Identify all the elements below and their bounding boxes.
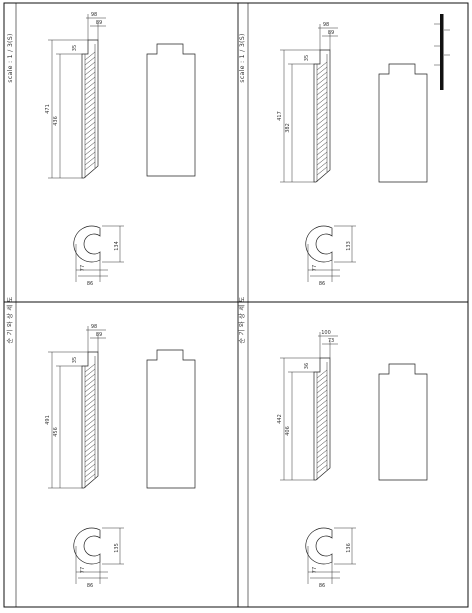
section-profile bbox=[81, 351, 99, 489]
shoulder-dim: 36 bbox=[304, 363, 310, 369]
ring-thick-dim: 77 bbox=[80, 567, 86, 573]
ring-width-dim: 86 bbox=[319, 583, 325, 589]
top-inner-dim: 89 bbox=[328, 30, 334, 36]
front-elevation bbox=[146, 349, 196, 489]
shoulder-dim: 35 bbox=[72, 45, 78, 51]
ring-height-dim: 135 bbox=[114, 543, 120, 553]
plan-ring: 135 77 86 bbox=[73, 527, 124, 589]
scale-note: scale : 1 / 3(S) bbox=[7, 33, 14, 82]
front-elevation bbox=[146, 43, 196, 177]
top-inner-dim: 73 bbox=[328, 338, 334, 344]
top-outer-dim: 98 bbox=[323, 22, 329, 28]
top-inner-dim: 89 bbox=[96, 332, 102, 338]
section-profile bbox=[313, 357, 331, 481]
legend-bar bbox=[434, 14, 450, 90]
top-outer-dim: 98 bbox=[91, 12, 97, 18]
plan-ring: 133 77 86 bbox=[305, 225, 356, 287]
body-height-dim: 382 bbox=[285, 123, 291, 133]
shoulder-dim: 35 bbox=[72, 357, 78, 363]
ring-thick-dim: 77 bbox=[80, 265, 86, 271]
sheet-border bbox=[3, 2, 469, 608]
drawing-title: 순 기 와 상 세 도 bbox=[238, 296, 246, 343]
total-height-dim: 471 bbox=[45, 104, 51, 114]
top-inner-dim: 89 bbox=[96, 20, 102, 26]
ring-width-dim: 86 bbox=[87, 583, 93, 589]
plan-ring: 134 77 86 bbox=[73, 225, 124, 287]
body-height-dim: 456 bbox=[53, 427, 59, 437]
ring-width-dim: 86 bbox=[319, 281, 325, 287]
front-elevation bbox=[378, 63, 428, 183]
section-profile bbox=[81, 39, 99, 179]
body-height-dim: 406 bbox=[285, 426, 291, 436]
section-profile bbox=[313, 49, 331, 183]
ring-height-dim: 133 bbox=[346, 241, 352, 251]
body-height-dim: 436 bbox=[53, 116, 59, 126]
ring-thick-dim: 77 bbox=[312, 567, 318, 573]
front-elevation bbox=[378, 363, 428, 481]
ring-thick-dim: 77 bbox=[312, 265, 318, 271]
shoulder-dim: 35 bbox=[304, 55, 310, 61]
ring-height-dim: 136 bbox=[346, 543, 352, 553]
ring-width-dim: 86 bbox=[87, 281, 93, 287]
total-height-dim: 417 bbox=[277, 111, 283, 121]
top-outer-dim: 98 bbox=[91, 324, 97, 330]
drawing-title: 순 기 와 상 세 도 bbox=[6, 296, 14, 343]
top-outer-dim: 100 bbox=[321, 330, 331, 336]
scale-note: scale : 1 / 3(S) bbox=[239, 33, 246, 82]
total-height-dim: 442 bbox=[277, 414, 283, 424]
plan-ring: 136 77 86 bbox=[305, 527, 356, 589]
ring-height-dim: 134 bbox=[114, 241, 120, 251]
total-height-dim: 491 bbox=[45, 415, 51, 425]
